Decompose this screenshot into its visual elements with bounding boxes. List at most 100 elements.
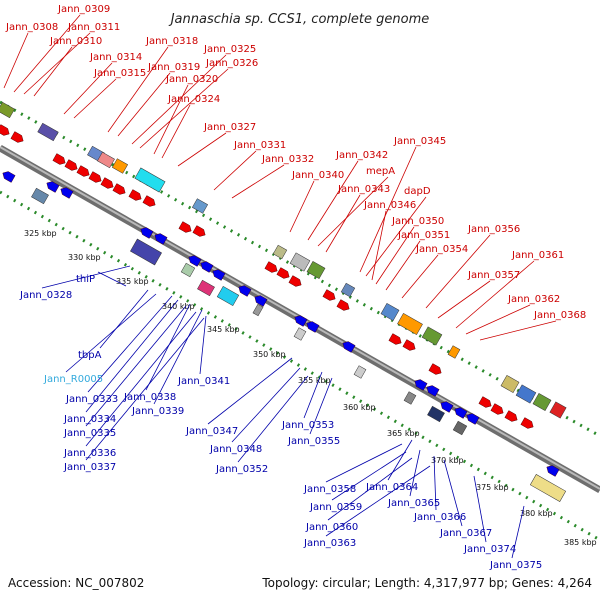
reverse-gene-arrow[interactable] [453, 406, 468, 419]
forward-gene-label[interactable]: Jann_0357 [467, 270, 520, 281]
gene-domain-box[interactable] [111, 158, 129, 174]
gene-domain-box[interactable] [353, 365, 367, 379]
reverse-gene-arrow[interactable] [341, 340, 356, 353]
gene-domain-box[interactable] [427, 405, 445, 423]
forward-gene-label[interactable]: Jann_0320 [165, 74, 218, 85]
reverse-gene-arrow[interactable] [293, 314, 308, 327]
reverse-gene-arrow[interactable] [425, 384, 440, 397]
reverse-gene-label[interactable]: Jann_0348 [209, 444, 262, 455]
reverse-gene-label[interactable]: Jann_0364 [365, 482, 418, 493]
reverse-gene-label[interactable]: Jann_0374 [463, 544, 516, 555]
forward-gene-arrow[interactable] [112, 183, 127, 197]
reverse-gene-arrow[interactable] [59, 186, 74, 199]
reverse-gene-label[interactable]: thiP [76, 274, 95, 285]
gene-domain-box[interactable] [289, 252, 311, 272]
reverse-gene-arrow[interactable] [187, 254, 202, 267]
gene-domain-box[interactable] [130, 238, 162, 266]
reverse-gene-label[interactable]: Jann_0353 [281, 420, 334, 431]
reverse-gene-label[interactable]: Jann_0358 [303, 484, 356, 495]
forward-gene-label[interactable]: Jann_0354 [415, 244, 468, 255]
forward-gene-arrow[interactable] [288, 275, 303, 289]
gene-domain-box[interactable] [293, 327, 307, 341]
reverse-gene-label[interactable]: Jann_0338 [123, 392, 176, 403]
forward-gene-arrow[interactable] [336, 299, 351, 313]
forward-gene-label[interactable]: Jann_0362 [507, 294, 560, 305]
forward-gene-label[interactable]: Jann_0345 [393, 136, 446, 147]
reverse-gene-label[interactable]: Jann_0360 [305, 522, 358, 533]
forward-gene-arrow[interactable] [76, 165, 91, 179]
forward-gene-arrow[interactable] [178, 221, 193, 235]
forward-gene-arrow[interactable] [64, 159, 79, 173]
gene-domain-box[interactable] [380, 302, 400, 322]
reverse-gene-label[interactable]: Jann_0339 [131, 406, 184, 417]
forward-gene-label[interactable]: Jann_0325 [203, 44, 256, 55]
reverse-gene-label[interactable]: Jann_0334 [63, 414, 116, 425]
gene-domain-box[interactable] [532, 392, 552, 412]
forward-gene-label[interactable]: Jann_0327 [203, 122, 256, 133]
forward-gene-label[interactable]: Jann_0332 [261, 154, 314, 165]
forward-gene-arrow[interactable] [10, 131, 25, 145]
reverse-gene-label[interactable]: Jann_0333 [65, 394, 118, 405]
gene-domain-box[interactable] [0, 101, 15, 119]
forward-gene-label[interactable]: Jann_0324 [167, 94, 220, 105]
reverse-gene-arrow[interactable] [439, 400, 454, 413]
forward-gene-label[interactable]: Jann_0351 [397, 230, 450, 241]
gene-domain-box[interactable] [529, 474, 567, 502]
gene-domain-box[interactable] [197, 279, 215, 297]
forward-gene-arrow[interactable] [100, 177, 115, 191]
gene-domain-box[interactable] [31, 187, 49, 205]
forward-gene-label[interactable]: Jann_0331 [233, 140, 286, 151]
gene-domain-box[interactable] [252, 303, 264, 317]
reverse-gene-label[interactable]: Jann_0355 [287, 436, 340, 447]
reverse-gene-arrow[interactable] [153, 232, 168, 245]
forward-gene-arrow[interactable] [128, 189, 143, 203]
reverse-gene-arrow[interactable] [45, 180, 60, 193]
forward-gene-arrow[interactable] [88, 171, 103, 185]
gene-domain-box[interactable] [403, 391, 417, 405]
reverse-gene-label[interactable]: Jann_0335 [63, 428, 116, 439]
forward-gene-label[interactable]: Jann_0361 [511, 250, 564, 261]
forward-gene-label[interactable]: Jann_0315 [93, 68, 146, 79]
forward-gene-arrow[interactable] [322, 289, 337, 303]
reverse-gene-arrow[interactable] [1, 170, 16, 183]
forward-gene-label[interactable]: Jann_0340 [291, 170, 344, 181]
forward-gene-arrow[interactable] [478, 396, 493, 410]
forward-gene-arrow[interactable] [520, 417, 535, 431]
reverse-gene-arrow[interactable] [139, 226, 154, 239]
forward-gene-arrow[interactable] [428, 363, 443, 377]
gene-domain-box[interactable] [515, 384, 537, 404]
forward-gene-label[interactable]: Jann_0309 [57, 4, 110, 15]
gene-domain-box[interactable] [421, 326, 443, 346]
gene-domain-box[interactable] [97, 151, 115, 169]
forward-gene-arrow[interactable] [142, 195, 157, 209]
forward-gene-label[interactable]: Jann_0311 [67, 22, 120, 33]
gene-domain-box[interactable] [549, 401, 567, 419]
gene-domain-box[interactable] [191, 198, 209, 214]
forward-gene-label[interactable]: Jann_0346 [363, 200, 416, 211]
forward-gene-label[interactable]: Jann_0356 [467, 224, 520, 235]
reverse-gene-arrow[interactable] [545, 464, 560, 477]
forward-gene-arrow[interactable] [0, 124, 11, 138]
forward-gene-arrow[interactable] [192, 225, 207, 239]
reverse-gene-label[interactable]: Jann_0352 [215, 464, 268, 475]
reverse-gene-label[interactable]: Jann_0347 [185, 426, 238, 437]
forward-gene-label[interactable]: Jann_0342 [335, 150, 388, 161]
gene-domain-box[interactable] [500, 374, 520, 394]
reverse-gene-arrow[interactable] [305, 320, 320, 333]
reverse-gene-arrow[interactable] [237, 284, 252, 297]
forward-gene-arrow[interactable] [402, 339, 417, 353]
gene-domain-box[interactable] [180, 262, 196, 278]
forward-gene-label[interactable]: Jann_0310 [49, 36, 102, 47]
reverse-gene-label[interactable]: Jann_0366 [413, 512, 466, 523]
reverse-gene-label[interactable]: Jann_0328 [19, 290, 72, 301]
forward-gene-label[interactable]: Jann_0308 [5, 22, 58, 33]
forward-gene-label[interactable]: Jann_0350 [391, 216, 444, 227]
gene-domain-box[interactable] [272, 244, 288, 260]
forward-gene-label[interactable]: Jann_0343 [337, 184, 390, 195]
gene-domain-box[interactable] [37, 122, 59, 142]
forward-gene-arrow[interactable] [264, 261, 279, 275]
reverse-gene-label[interactable]: Jann_R0005 [43, 374, 103, 385]
gene-domain-box[interactable] [397, 312, 423, 336]
gene-domain-box[interactable] [447, 345, 461, 359]
gene-domain-box[interactable] [452, 420, 468, 436]
